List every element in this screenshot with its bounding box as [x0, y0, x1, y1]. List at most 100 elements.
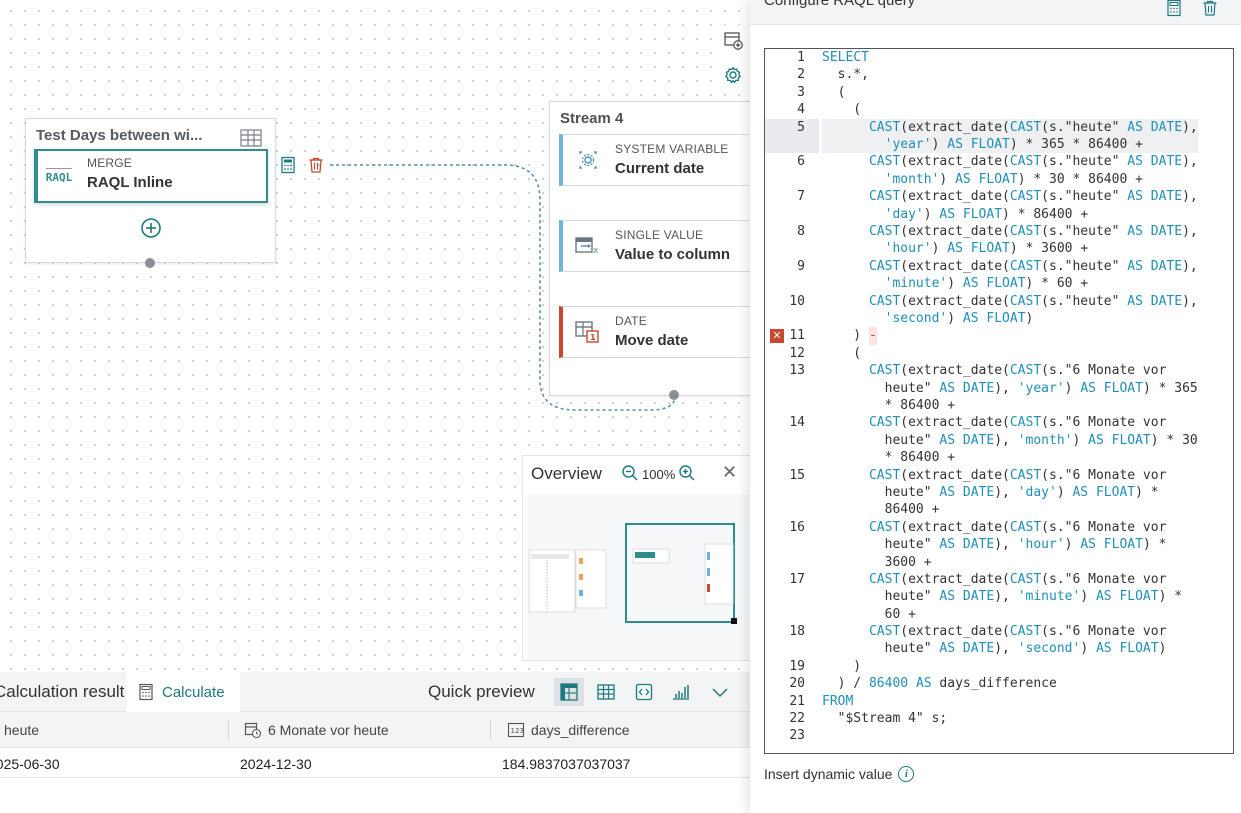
code-text: CAST(extract_date(CAST(s."6 Monate vor h… [868, 467, 1167, 518]
line-number: 18 [789, 624, 805, 640]
node-calculator-icon[interactable] [279, 156, 297, 179]
output-handle[interactable] [145, 258, 155, 268]
code-line[interactable]: 9 CAST(extract_date(CAST(s."heute" AS DA… [765, 258, 1233, 293]
code-line[interactable]: 16 CAST(extract_date(CAST(s."6 Monate vo… [765, 519, 1233, 571]
code-line[interactable]: 3 ( [765, 84, 1233, 101]
line-number: 20 [789, 676, 805, 692]
column-header-6-monate[interactable]: 6 Monate vor heute [244, 712, 389, 748]
chart-view-button[interactable] [666, 678, 696, 706]
add-table-tool[interactable] [718, 25, 748, 55]
line-number: 14 [789, 415, 805, 431]
overview-zoom: 100% [621, 464, 696, 485]
error-icon[interactable]: ✕ [770, 329, 784, 344]
svg-text:123: 123 [511, 727, 524, 735]
calculate-label: Calculate [162, 683, 225, 701]
code-line[interactable]: 12 ( [765, 345, 1233, 362]
code-line[interactable]: 4 ( [765, 101, 1233, 118]
overview-title: Overview [531, 464, 602, 483]
line-number: 22 [789, 711, 805, 727]
tab-calculation-result[interactable]: Calculation result [0, 682, 125, 701]
code-line[interactable]: 20 ) / 86400 AS days_difference [765, 675, 1233, 692]
overview-close-icon[interactable]: ✕ [722, 462, 738, 482]
code-text: CAST(extract_date(CAST(s."6 Monate vor h… [868, 571, 1183, 622]
code-text: CAST(extract_date(CAST(s."6 Monate vor h… [868, 415, 1198, 466]
node-move-date[interactable]: 1 DATE Move date [559, 306, 752, 358]
code-line[interactable]: 23 [765, 727, 1233, 744]
table-icon[interactable] [240, 129, 262, 152]
add-table-icon [724, 32, 743, 50]
delete-button[interactable] [1198, 0, 1222, 20]
settings-tool[interactable] [718, 60, 748, 90]
line-number: 7 [797, 189, 805, 205]
chevron-down-icon [712, 688, 728, 698]
zoom-out-icon[interactable] [621, 464, 639, 485]
flow-canvas[interactable]: Test Days between wi... RAQL MERGE RAQL … [0, 0, 752, 672]
column-divider[interactable] [228, 720, 229, 740]
flow-group-stream-4[interactable]: Stream 4 SYSTEM VARIABLE Current date x … [549, 101, 752, 396]
table-view-button[interactable] [591, 678, 621, 706]
code-line[interactable]: 5 CAST(extract_date(CAST(s."heute" AS DA… [765, 118, 1233, 154]
output-handle[interactable] [669, 390, 679, 400]
node-type: MERGE [87, 156, 133, 170]
cell-6-monate: 2024-12-30 [240, 756, 312, 772]
svg-text:x: x [593, 246, 599, 256]
code-text: CAST(extract_date(CAST(s."heute" AS DATE… [868, 223, 1198, 257]
insert-dynamic-value[interactable]: Insert dynamic value i [764, 766, 915, 782]
code-line[interactable]: 17 CAST(extract_date(CAST(s."6 Monate vo… [765, 571, 1233, 623]
insert-dynamic-label: Insert dynamic value [764, 766, 893, 782]
pivot-view-button[interactable] [554, 678, 584, 706]
bar-chart-icon [673, 685, 689, 700]
flow-group-test-days[interactable]: Test Days between wi... RAQL MERGE RAQL … [25, 118, 276, 263]
code-text: ) [822, 658, 862, 674]
code-line[interactable]: 13 CAST(extract_date(CAST(s."6 Monate vo… [765, 362, 1233, 414]
code-line[interactable]: 2 s.*, [765, 66, 1233, 83]
code-text: CAST(extract_date(CAST(s."heute" AS DATE… [868, 293, 1198, 326]
column-divider[interactable] [490, 720, 491, 740]
raql-icon: RAQL [44, 161, 74, 191]
code-text: CAST(extract_date(CAST(s."6 Monate vor h… [868, 519, 1167, 570]
node-name: RAQL Inline [87, 174, 173, 191]
node-value-to-column[interactable]: x SINGLE VALUE Value to column [559, 220, 752, 272]
code-text: CAST(extract_date(CAST(s."heute" AS DATE… [868, 258, 1198, 292]
line-number: 23 [789, 728, 805, 744]
code-line[interactable]: 8 CAST(extract_date(CAST(s."heute" AS DA… [765, 223, 1233, 258]
calculate-button[interactable]: Calculate [126, 672, 240, 712]
column-header-days-difference[interactable]: 123 days_difference [507, 712, 630, 748]
node-delete-icon[interactable] [307, 156, 325, 179]
line-number: 19 [789, 658, 805, 674]
code-line[interactable]: 22 "$Stream 4" s; [765, 710, 1233, 727]
code-line[interactable]: 6 CAST(extract_date(CAST(s."heute" AS DA… [765, 153, 1233, 188]
table-row: 2025-06-30 2024-12-30 184.9837037037037 [0, 748, 752, 778]
calculator-button[interactable] [1162, 0, 1186, 20]
line-number: 1 [797, 50, 805, 65]
code-line[interactable]: 7 CAST(extract_date(CAST(s."heute" AS DA… [765, 188, 1233, 223]
info-icon[interactable]: i [898, 766, 915, 782]
error-line[interactable]: ✕11 ) - [765, 327, 1233, 345]
editor-gutter [765, 49, 819, 753]
code-line[interactable]: 18 CAST(extract_date(CAST(s."6 Monate vo… [765, 623, 1233, 658]
group-title: Test Days between wi... [36, 127, 203, 144]
code-line[interactable]: 14 CAST(extract_date(CAST(s."6 Monate vo… [765, 414, 1233, 466]
line-number: 13 [789, 363, 805, 379]
column-header-heute[interactable]: heute [4, 722, 40, 738]
code-view-button[interactable] [629, 678, 659, 706]
node-type: SINGLE VALUE [615, 228, 704, 242]
code-line[interactable]: 15 CAST(extract_date(CAST(s."6 Monate vo… [765, 467, 1233, 519]
calculator-icon [139, 683, 153, 701]
panel-header: Configure RAQL query [750, 0, 1241, 25]
node-current-date[interactable]: SYSTEM VARIABLE Current date [559, 134, 752, 186]
add-node-icon[interactable] [140, 217, 162, 244]
zoom-in-icon[interactable] [678, 464, 696, 485]
code-line[interactable]: 19 ) [765, 658, 1233, 675]
collapse-panel-button[interactable] [705, 678, 735, 706]
overview-minimap[interactable] [527, 494, 749, 660]
node-raql-inline[interactable]: RAQL MERGE RAQL Inline [34, 149, 268, 203]
code-text: CAST(extract_date(CAST(s."heute" AS DATE… [868, 154, 1198, 187]
code-line[interactable]: 10 CAST(extract_date(CAST(s."heute" AS D… [765, 293, 1233, 328]
code-text: ( [822, 84, 846, 100]
svg-text:1: 1 [590, 333, 596, 342]
line-number: 5 [797, 119, 805, 135]
